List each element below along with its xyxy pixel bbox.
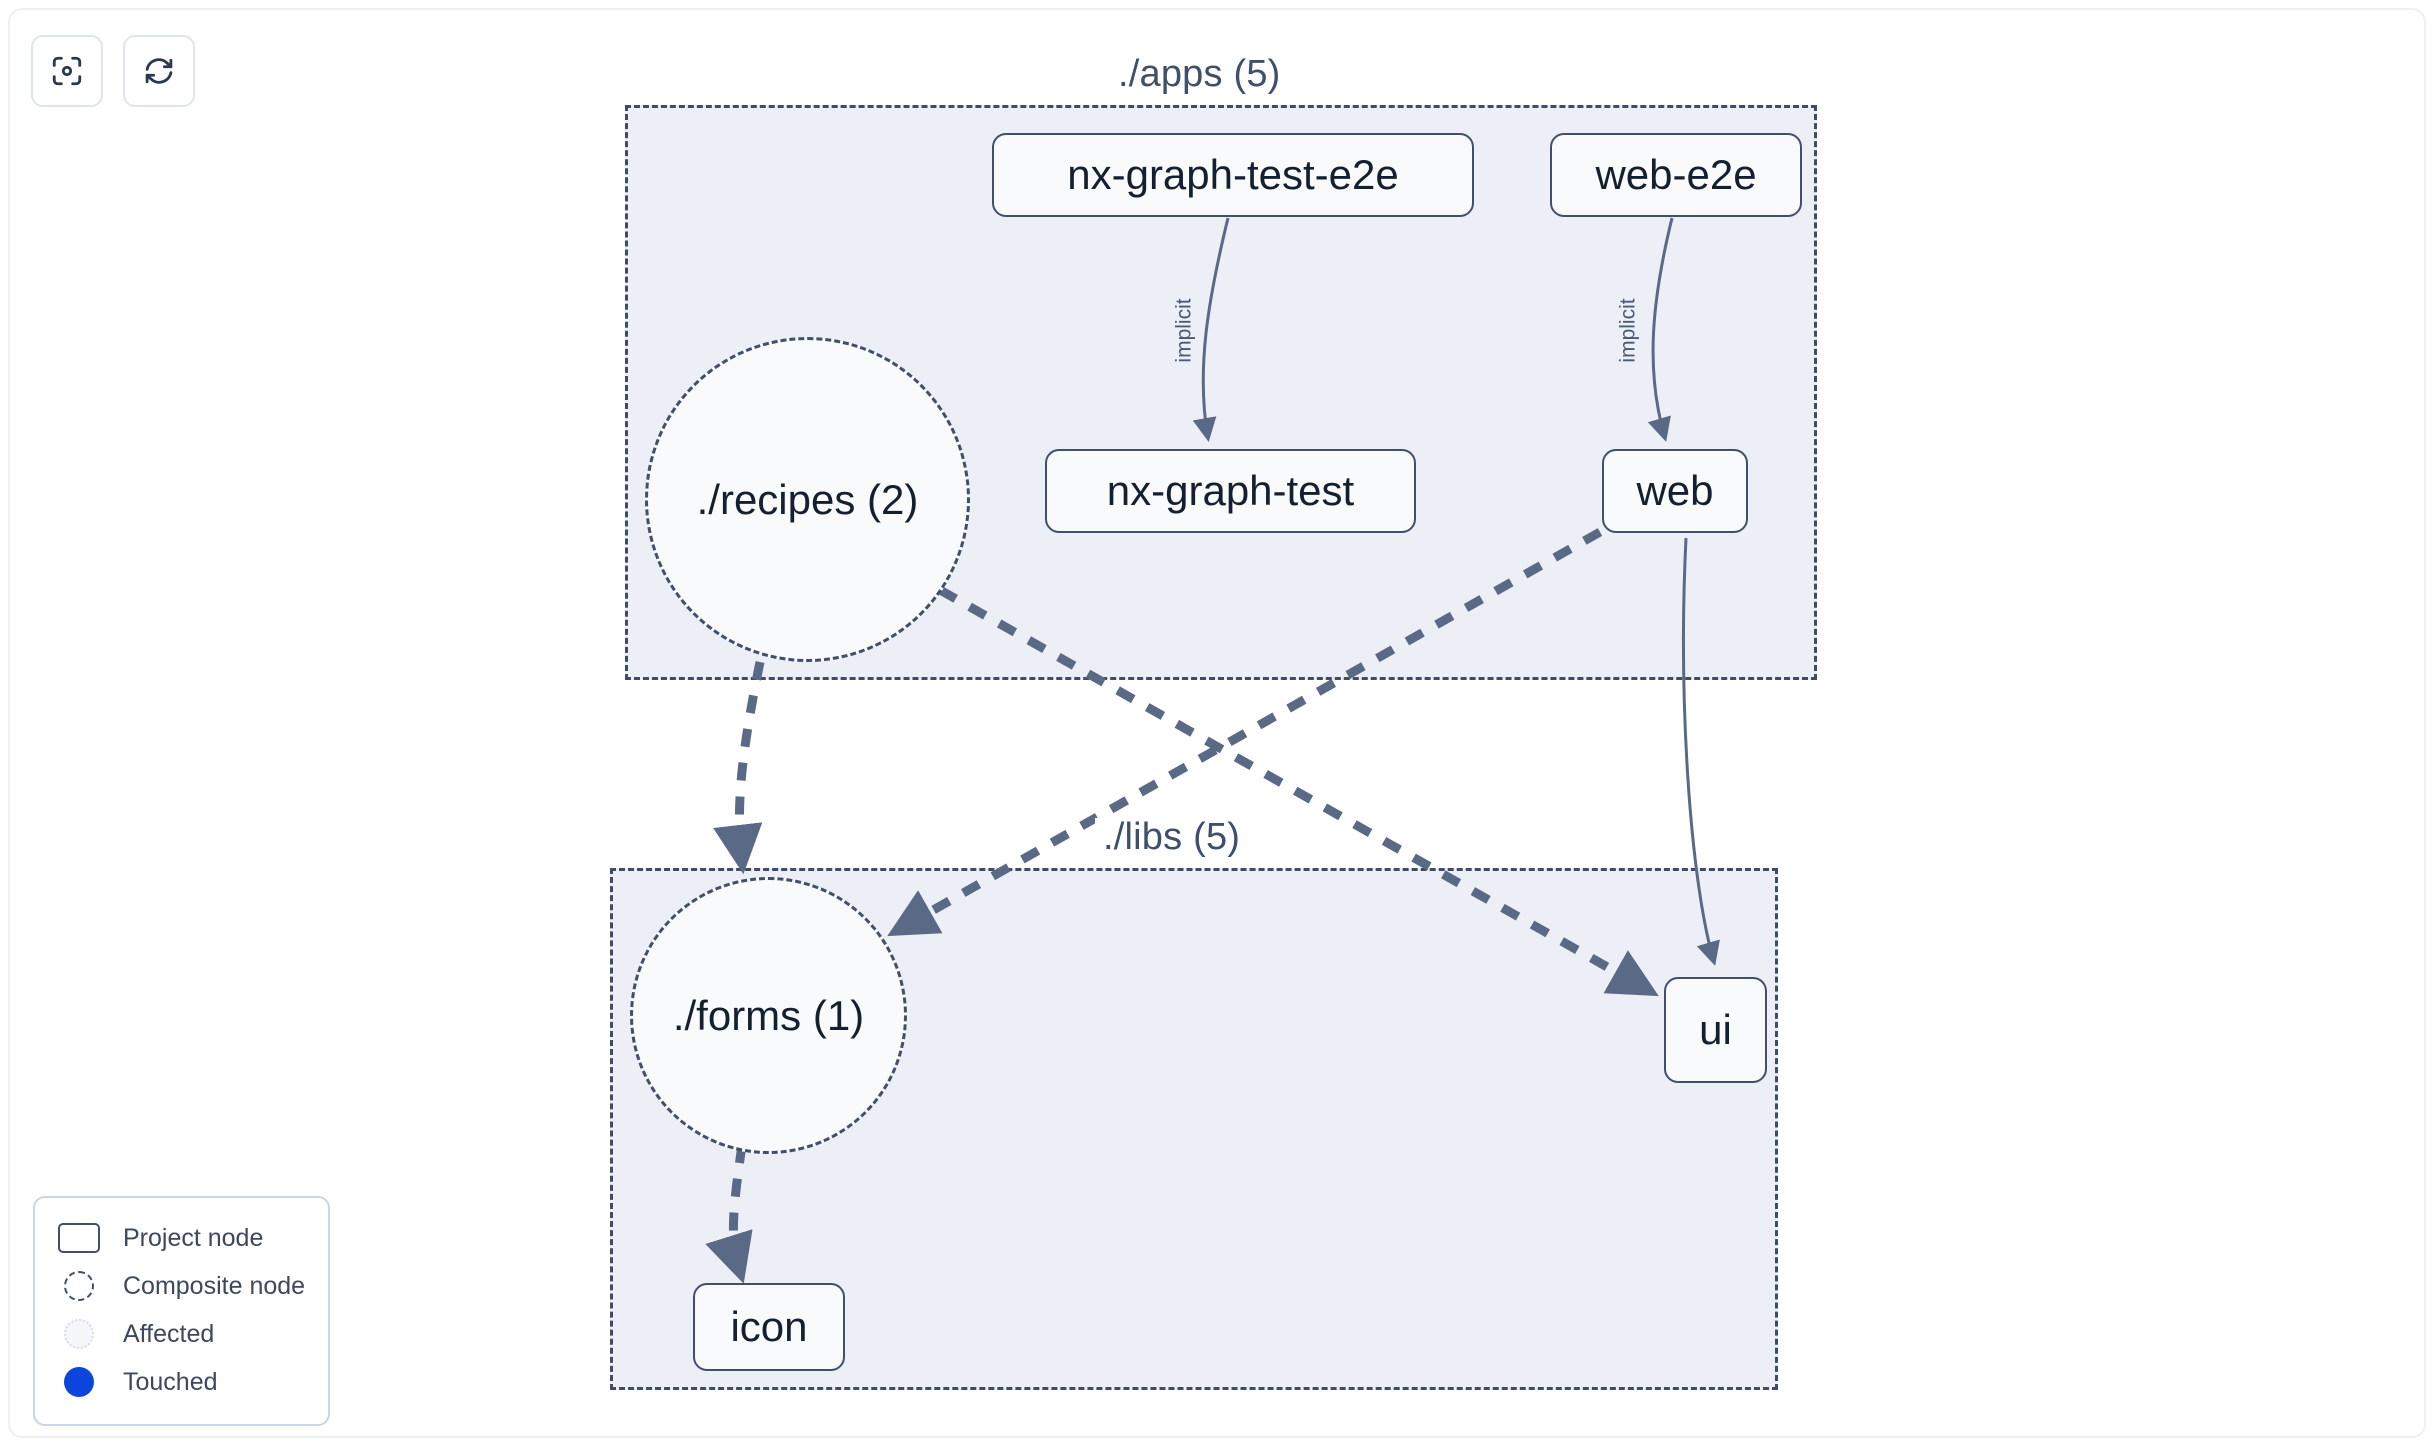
group-label-apps: ./apps (5) xyxy=(1110,55,1289,93)
node-recipes[interactable]: ./recipes (2) xyxy=(645,337,970,662)
legend-label: Touched xyxy=(123,1367,218,1396)
legend-item-project-node: Project node xyxy=(57,1214,310,1262)
node-nx-graph-test[interactable]: nx-graph-test xyxy=(1045,449,1416,533)
focus-target-icon xyxy=(50,54,84,88)
legend-label: Composite node xyxy=(123,1271,306,1300)
node-forms[interactable]: ./forms (1) xyxy=(630,877,907,1154)
node-web[interactable]: web xyxy=(1602,449,1748,533)
node-nx-graph-test-e2e[interactable]: nx-graph-test-e2e xyxy=(992,133,1474,217)
legend-label: Affected xyxy=(123,1319,215,1348)
legend-item-composite-node: Composite node xyxy=(57,1262,310,1310)
legend-item-touched: Touched xyxy=(57,1358,310,1406)
edge-label-implicit-nx-graph-test: implicit xyxy=(1172,298,1196,363)
composite-node-swatch xyxy=(57,1270,101,1302)
legend-item-affected: Affected xyxy=(57,1310,310,1358)
legend-label: Project node xyxy=(123,1223,264,1252)
touched-swatch xyxy=(57,1366,101,1398)
graph-toolbar xyxy=(31,35,195,107)
node-icon[interactable]: icon xyxy=(693,1283,845,1371)
graph-legend: Project node Composite node Affected Tou… xyxy=(33,1196,330,1426)
edge-label-implicit-web: implicit xyxy=(1616,298,1640,363)
focus-graph-button[interactable] xyxy=(31,35,103,107)
edge-recipes-to-forms xyxy=(713,661,765,875)
refresh-icon xyxy=(142,54,176,88)
refresh-graph-button[interactable] xyxy=(123,35,195,107)
node-web-e2e[interactable]: web-e2e xyxy=(1550,133,1802,217)
group-label-libs: ./libs (5) xyxy=(1095,818,1249,856)
node-ui[interactable]: ui xyxy=(1664,977,1767,1083)
project-node-swatch xyxy=(57,1222,101,1254)
affected-swatch xyxy=(57,1318,101,1350)
